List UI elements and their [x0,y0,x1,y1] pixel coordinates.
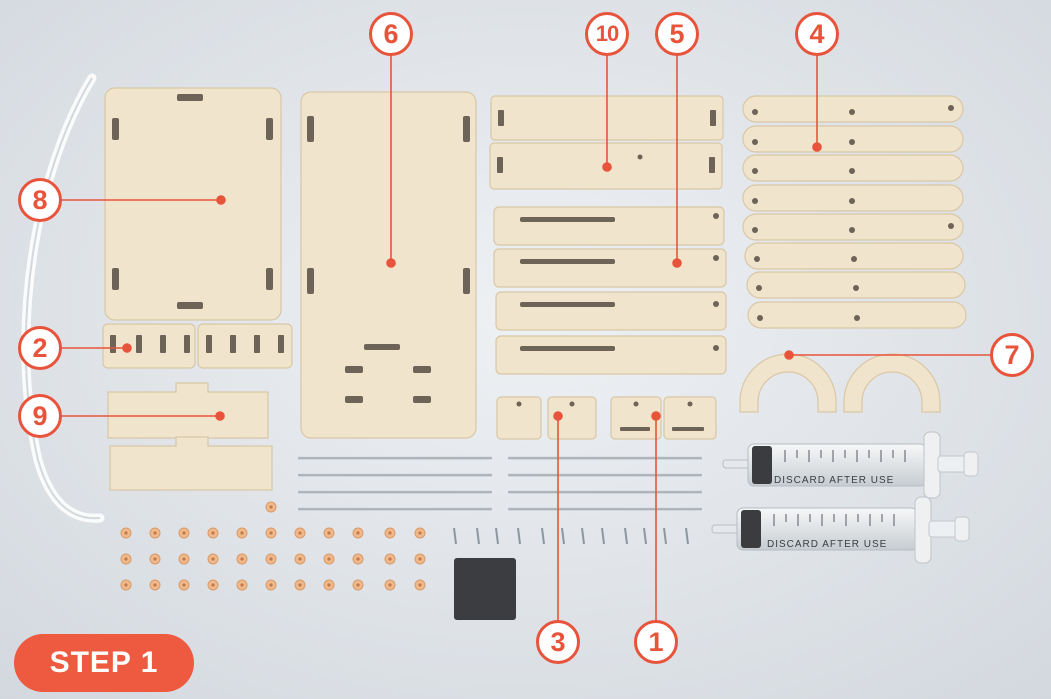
callout-part-7: 7 [990,333,1034,377]
piece-part-9b [109,436,273,491]
strip-part-4-1 [742,95,964,123]
piece-part-5c [495,291,727,331]
callout-part-3: 3 [536,620,580,664]
board-part-8 [104,87,282,321]
syringe-1-label: DISCARD AFTER USE [774,475,894,486]
callout-part-9: 9 [18,394,62,438]
callout-part-10: 10 [585,12,629,56]
block-part-3a [496,396,542,440]
syringe-1 [722,431,979,499]
arch-part-7a [739,353,837,413]
foam-pad [454,558,516,620]
leader-lines [60,55,997,620]
piece-part-9a [107,382,269,439]
arch-part-7b [843,353,941,413]
piece-part-5a [493,206,725,246]
callout-part-5: 5 [655,12,699,56]
screws [453,527,689,545]
syringe-2-label: DISCARD AFTER USE [767,539,887,550]
syringe-2 [711,496,970,564]
block-part-3b [547,396,597,440]
washers [120,501,426,591]
step-badge: STEP 1 [14,634,194,692]
strip-part-2b [197,323,293,369]
callout-part-4: 4 [795,12,839,56]
callout-part-1: 1 [634,620,678,664]
callout-part-8: 8 [18,178,62,222]
callout-part-6: 6 [369,12,413,56]
callout-part-2: 2 [18,326,62,370]
piece-part-5b [493,248,727,288]
piece-part-5d [495,335,727,375]
strip-part-2a [102,323,196,369]
